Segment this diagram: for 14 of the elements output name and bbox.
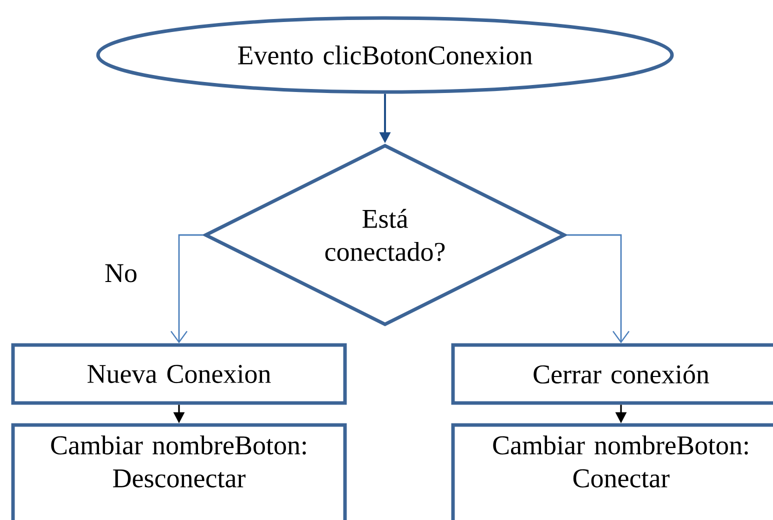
arrow [566,234,630,344]
node-label: Cambiar nombreBoton: Conectar [493,435,748,488]
node-label: Evento clicBotonConexion [238,45,532,65]
process-box [11,343,347,405]
start-ellipse [96,16,674,94]
process-box [11,423,347,520]
arrow [170,234,204,344]
node-label: Cambiar nombreBoton: Desconectar [51,435,306,488]
node-label: Está conectado? [325,208,445,262]
node-label: Cerrar conexión [534,364,710,384]
node-label: Nueva Conexion [88,364,271,384]
edge-label: No [104,263,138,284]
process-box [451,343,773,405]
process-box [451,423,773,520]
